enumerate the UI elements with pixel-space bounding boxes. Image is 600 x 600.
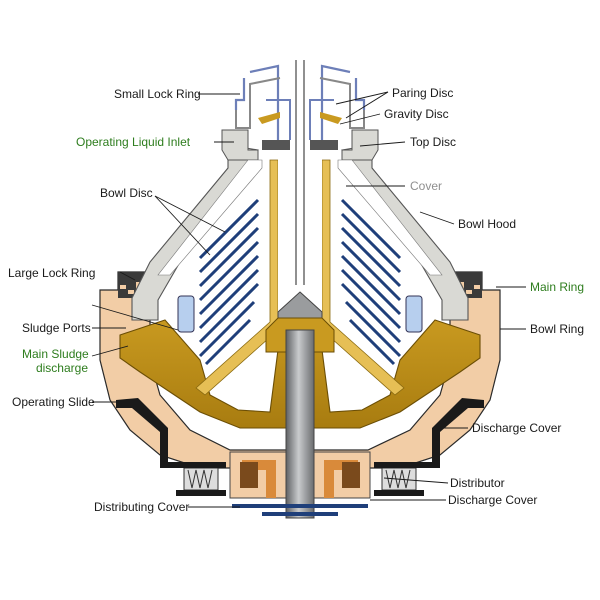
label-distributor: Distributor [450, 476, 505, 490]
distributor-block [229, 451, 371, 499]
spindle [285, 329, 315, 519]
label-bowl-ring: Bowl Ring [530, 322, 585, 336]
label-discharge-cover-lower: Discharge Cover [448, 493, 538, 507]
label-main-sludge-line1: Main Sludge [22, 347, 89, 361]
operating-slide [116, 398, 484, 462]
distributing-cover-plate [232, 504, 368, 516]
bowl-disc-stack-left [198, 198, 260, 366]
label-main-sludge-discharge: Main Sludge discharge [22, 347, 89, 375]
label-paring-disc: Paring Disc [392, 86, 454, 100]
label-operating-liquid-inlet: Operating Liquid Inlet [76, 135, 191, 149]
label-sludge-ports: Sludge Ports [22, 321, 91, 335]
leader-lines [91, 91, 526, 508]
label-operating-slide: Operating Slide [12, 395, 95, 409]
label-cover: Cover [410, 179, 443, 193]
label-main-sludge-line2: discharge [35, 361, 88, 375]
label-large-lock-ring: Large Lock Ring [8, 266, 96, 280]
bowl-disc-stack-right [340, 198, 402, 366]
label-discharge-cover-upper: Discharge Cover [472, 421, 562, 435]
label-bowl-disc: Bowl Disc [100, 186, 153, 200]
label-small-lock-ring: Small Lock Ring [114, 87, 201, 101]
label-bowl-hood: Bowl Hood [458, 217, 517, 231]
central-channel [234, 60, 366, 320]
label-main-ring: Main Ring [530, 280, 585, 294]
label-gravity-disc: Gravity Disc [384, 107, 449, 121]
label-top-disc: Top Disc [410, 135, 457, 149]
label-distributing-cover: Distributing Cover [94, 500, 190, 514]
side-blocks [177, 295, 423, 333]
